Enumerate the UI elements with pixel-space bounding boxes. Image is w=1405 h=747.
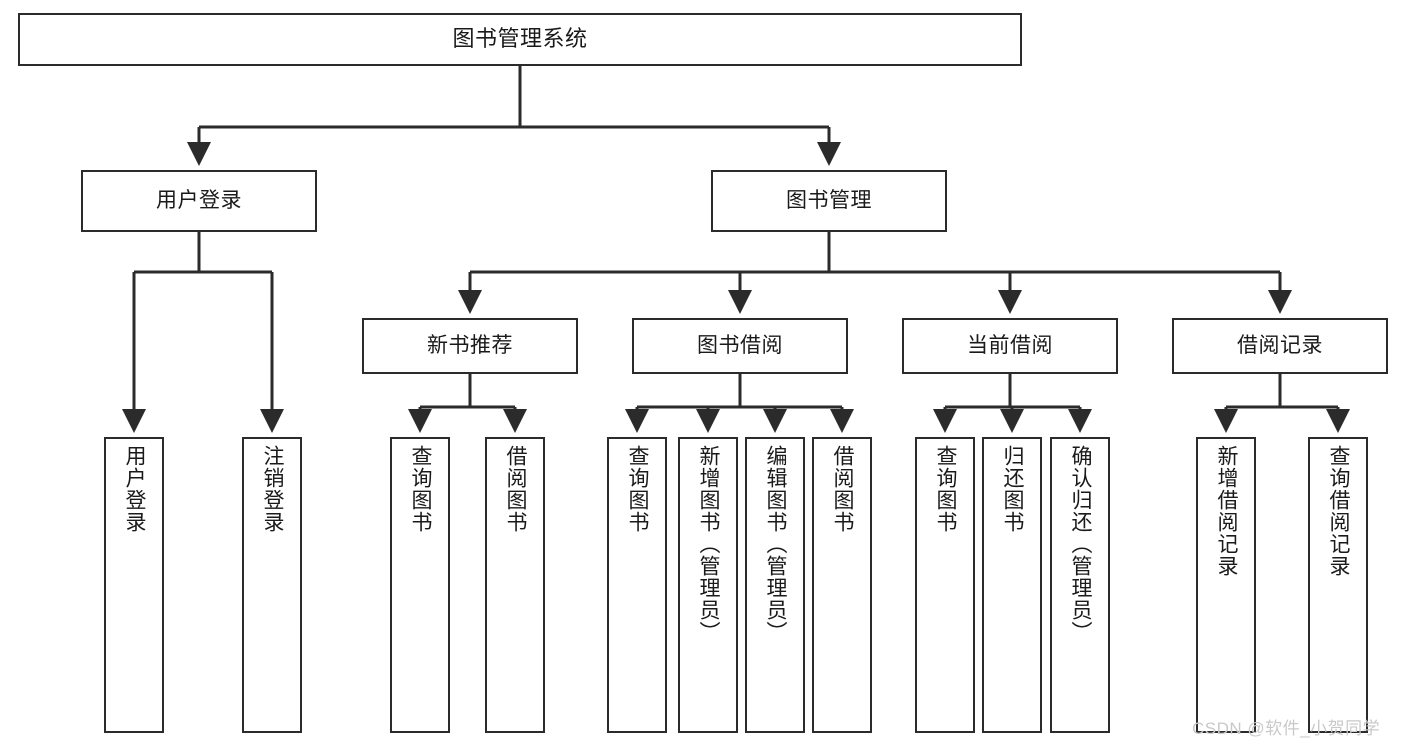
node-leaf-confirm-return-label: 确认归还（管理员） (1069, 445, 1093, 643)
node-leaf-logout-label: 注销登录 (261, 445, 285, 533)
node-leaf-add-book-label: 新增图书（管理员） (697, 445, 721, 643)
node-leaf-return-book[interactable]: 归还图书 (982, 437, 1042, 733)
node-current-borrow-label: 当前借阅 (967, 334, 1053, 358)
node-book-management-label: 图书管理 (786, 189, 872, 213)
node-leaf-add-record-label: 新增借阅记录 (1215, 445, 1239, 577)
node-user-login[interactable]: 用户登录 (81, 170, 317, 232)
node-leaf-edit-book-label: 编辑图书（管理员） (764, 445, 788, 643)
node-leaf-add-record[interactable]: 新增借阅记录 (1196, 437, 1256, 733)
node-current-borrow[interactable]: 当前借阅 (902, 318, 1118, 374)
node-leaf-borrow-book-2-label: 借阅图书 (831, 445, 855, 533)
node-leaf-query-book-2-label: 查询图书 (626, 445, 650, 533)
node-leaf-borrow-book-2[interactable]: 借阅图书 (812, 437, 872, 733)
node-leaf-query-book-1[interactable]: 查询图书 (390, 437, 450, 733)
node-book-management[interactable]: 图书管理 (711, 170, 947, 232)
node-leaf-user-login[interactable]: 用户登录 (104, 437, 164, 733)
node-leaf-query-book-3-label: 查询图书 (934, 445, 958, 533)
node-leaf-add-book[interactable]: 新增图书（管理员） (678, 437, 738, 733)
node-new-book-recommend[interactable]: 新书推荐 (362, 318, 578, 374)
node-leaf-confirm-return[interactable]: 确认归还（管理员） (1050, 437, 1110, 733)
node-book-borrow-label: 图书借阅 (697, 334, 783, 358)
node-leaf-borrow-book-1[interactable]: 借阅图书 (485, 437, 545, 733)
node-leaf-logout[interactable]: 注销登录 (242, 437, 302, 733)
node-leaf-query-record[interactable]: 查询借阅记录 (1308, 437, 1368, 733)
node-leaf-borrow-book-1-label: 借阅图书 (504, 445, 528, 533)
node-leaf-edit-book[interactable]: 编辑图书（管理员） (745, 437, 805, 733)
node-leaf-query-book-3[interactable]: 查询图书 (915, 437, 975, 733)
node-leaf-user-login-label: 用户登录 (123, 445, 147, 533)
node-user-login-label: 用户登录 (156, 189, 242, 213)
csdn-watermark: CSDN @软件_小贺同学 (1192, 719, 1381, 738)
node-root[interactable]: 图书管理系统 (18, 13, 1022, 66)
node-borrow-record-label: 借阅记录 (1237, 334, 1323, 358)
node-leaf-query-book-2[interactable]: 查询图书 (607, 437, 667, 733)
node-leaf-return-book-label: 归还图书 (1001, 445, 1025, 533)
node-book-borrow[interactable]: 图书借阅 (632, 318, 848, 374)
node-leaf-query-book-1-label: 查询图书 (409, 445, 433, 533)
node-leaf-query-record-label: 查询借阅记录 (1327, 445, 1351, 577)
node-root-label: 图书管理系统 (452, 26, 588, 52)
node-new-book-recommend-label: 新书推荐 (427, 334, 513, 358)
node-borrow-record[interactable]: 借阅记录 (1172, 318, 1388, 374)
